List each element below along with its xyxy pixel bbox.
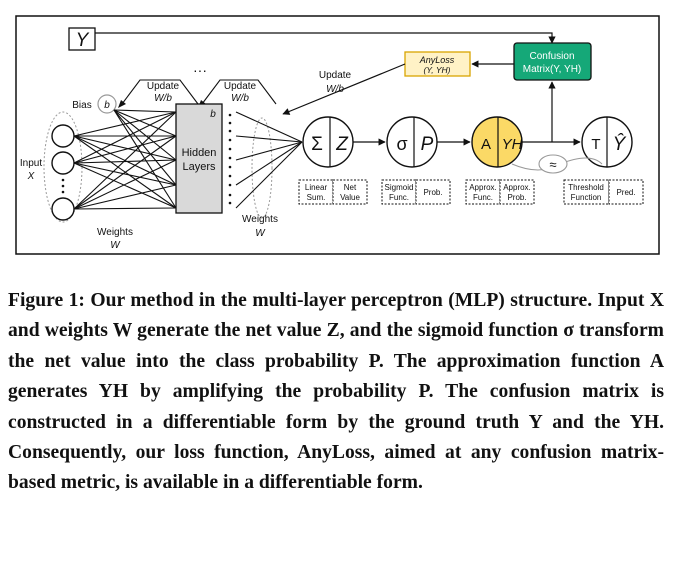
prediction-symbol: Ŷ (613, 133, 627, 155)
input-node-2 (51, 151, 75, 175)
confusion-title: Confusion (529, 51, 574, 62)
bias-symbol: b (104, 100, 110, 111)
ground-truth-box (68, 27, 96, 51)
caption-label: Figure 1: (8, 290, 85, 311)
confusion-matrix-box (513, 42, 592, 81)
linear-sum-label: Linear (305, 183, 328, 192)
net-value-label: Net (344, 183, 357, 192)
hidden-output-dots (228, 113, 232, 205)
probability-symbol: P (421, 134, 434, 155)
figure-caption: Figure 1: Our method in the multi-layer … (8, 286, 664, 499)
threshold-func-label: Threshold (568, 183, 604, 192)
approx-symbol: A (481, 136, 491, 153)
anyloss-to-update-arrow (282, 63, 406, 115)
label-boxes (298, 179, 644, 205)
update-sub-mid: W/b (231, 93, 249, 104)
anyloss-args: (Y, YH) (424, 65, 451, 75)
y-feedback-arrow (95, 32, 556, 44)
approx-func-label-2: Func. (473, 193, 493, 202)
bias-node (97, 94, 117, 114)
hidden-layers-label: Hidden (182, 147, 217, 159)
input-symbol: X (27, 171, 35, 182)
approx-prob-label-2: Prob. (507, 193, 526, 202)
sigmoid-symbol: σ (396, 134, 407, 154)
hidden-output-outline (251, 117, 273, 219)
caption-text: Our method in the multi-layer perceptron… (8, 290, 664, 494)
input-node-n (51, 197, 75, 221)
hidden-layers-box (175, 103, 223, 214)
approx-prob-symbol: YH (502, 136, 523, 153)
confusion-args: Matrix(Y, YH) (523, 64, 582, 75)
bias-label: Bias (72, 100, 91, 111)
input-label: Input (20, 158, 42, 169)
update-arrowhead-left (118, 100, 126, 108)
weights-right-label: Weights (242, 214, 278, 225)
update-label-right: Update (319, 70, 352, 81)
input-node-ellipsis (61, 178, 65, 194)
update-ellipsis: ··· (193, 62, 207, 78)
input-node-1 (51, 124, 75, 148)
update-sub-left: W/b (154, 93, 172, 104)
input-hidden-connections (73, 109, 177, 210)
weights-right-symbol: W (255, 228, 266, 239)
net-value-symbol: Z (335, 134, 349, 155)
approx-func-label: Approx. (469, 183, 497, 192)
update-label-left: Update (147, 81, 180, 92)
pred-label: Pred. (616, 188, 635, 197)
linear-sum-label-2: Sum. (307, 193, 326, 202)
sigmoid-func-label-2: Func. (389, 193, 409, 202)
approx-prob-label: Approx. (503, 183, 531, 192)
weights-left-label: Weights (97, 227, 133, 238)
hidden-bias-symbol: b (210, 109, 216, 120)
hidden-layers-label-2: Layers (182, 161, 216, 173)
update-sub-right: W/b (326, 84, 344, 95)
threshold-func-label-2: Function (571, 193, 602, 202)
sigmoid-func-label: Sigmoid (385, 183, 414, 192)
anyloss-box (404, 51, 471, 77)
weights-left-symbol: W (110, 240, 121, 251)
anyloss-title: AnyLoss (419, 55, 455, 65)
update-arrow-mid (201, 79, 277, 105)
net-value-label-2: Value (340, 193, 360, 202)
hidden-sum-connections (235, 111, 303, 209)
prob-label: Prob. (423, 188, 442, 197)
figure-diagram: Y AnyLoss (Y, YH) Confusion Matrix(Y, YH… (0, 0, 676, 265)
approximation-badge (538, 154, 568, 174)
approx-equal-symbol: ≈ (549, 157, 556, 172)
ground-truth-label: Y (76, 30, 90, 51)
sum-symbol: Σ (311, 134, 323, 155)
update-arrow-left (121, 79, 199, 105)
update-label-mid: Update (224, 81, 257, 92)
threshold-symbol: T (591, 136, 600, 153)
